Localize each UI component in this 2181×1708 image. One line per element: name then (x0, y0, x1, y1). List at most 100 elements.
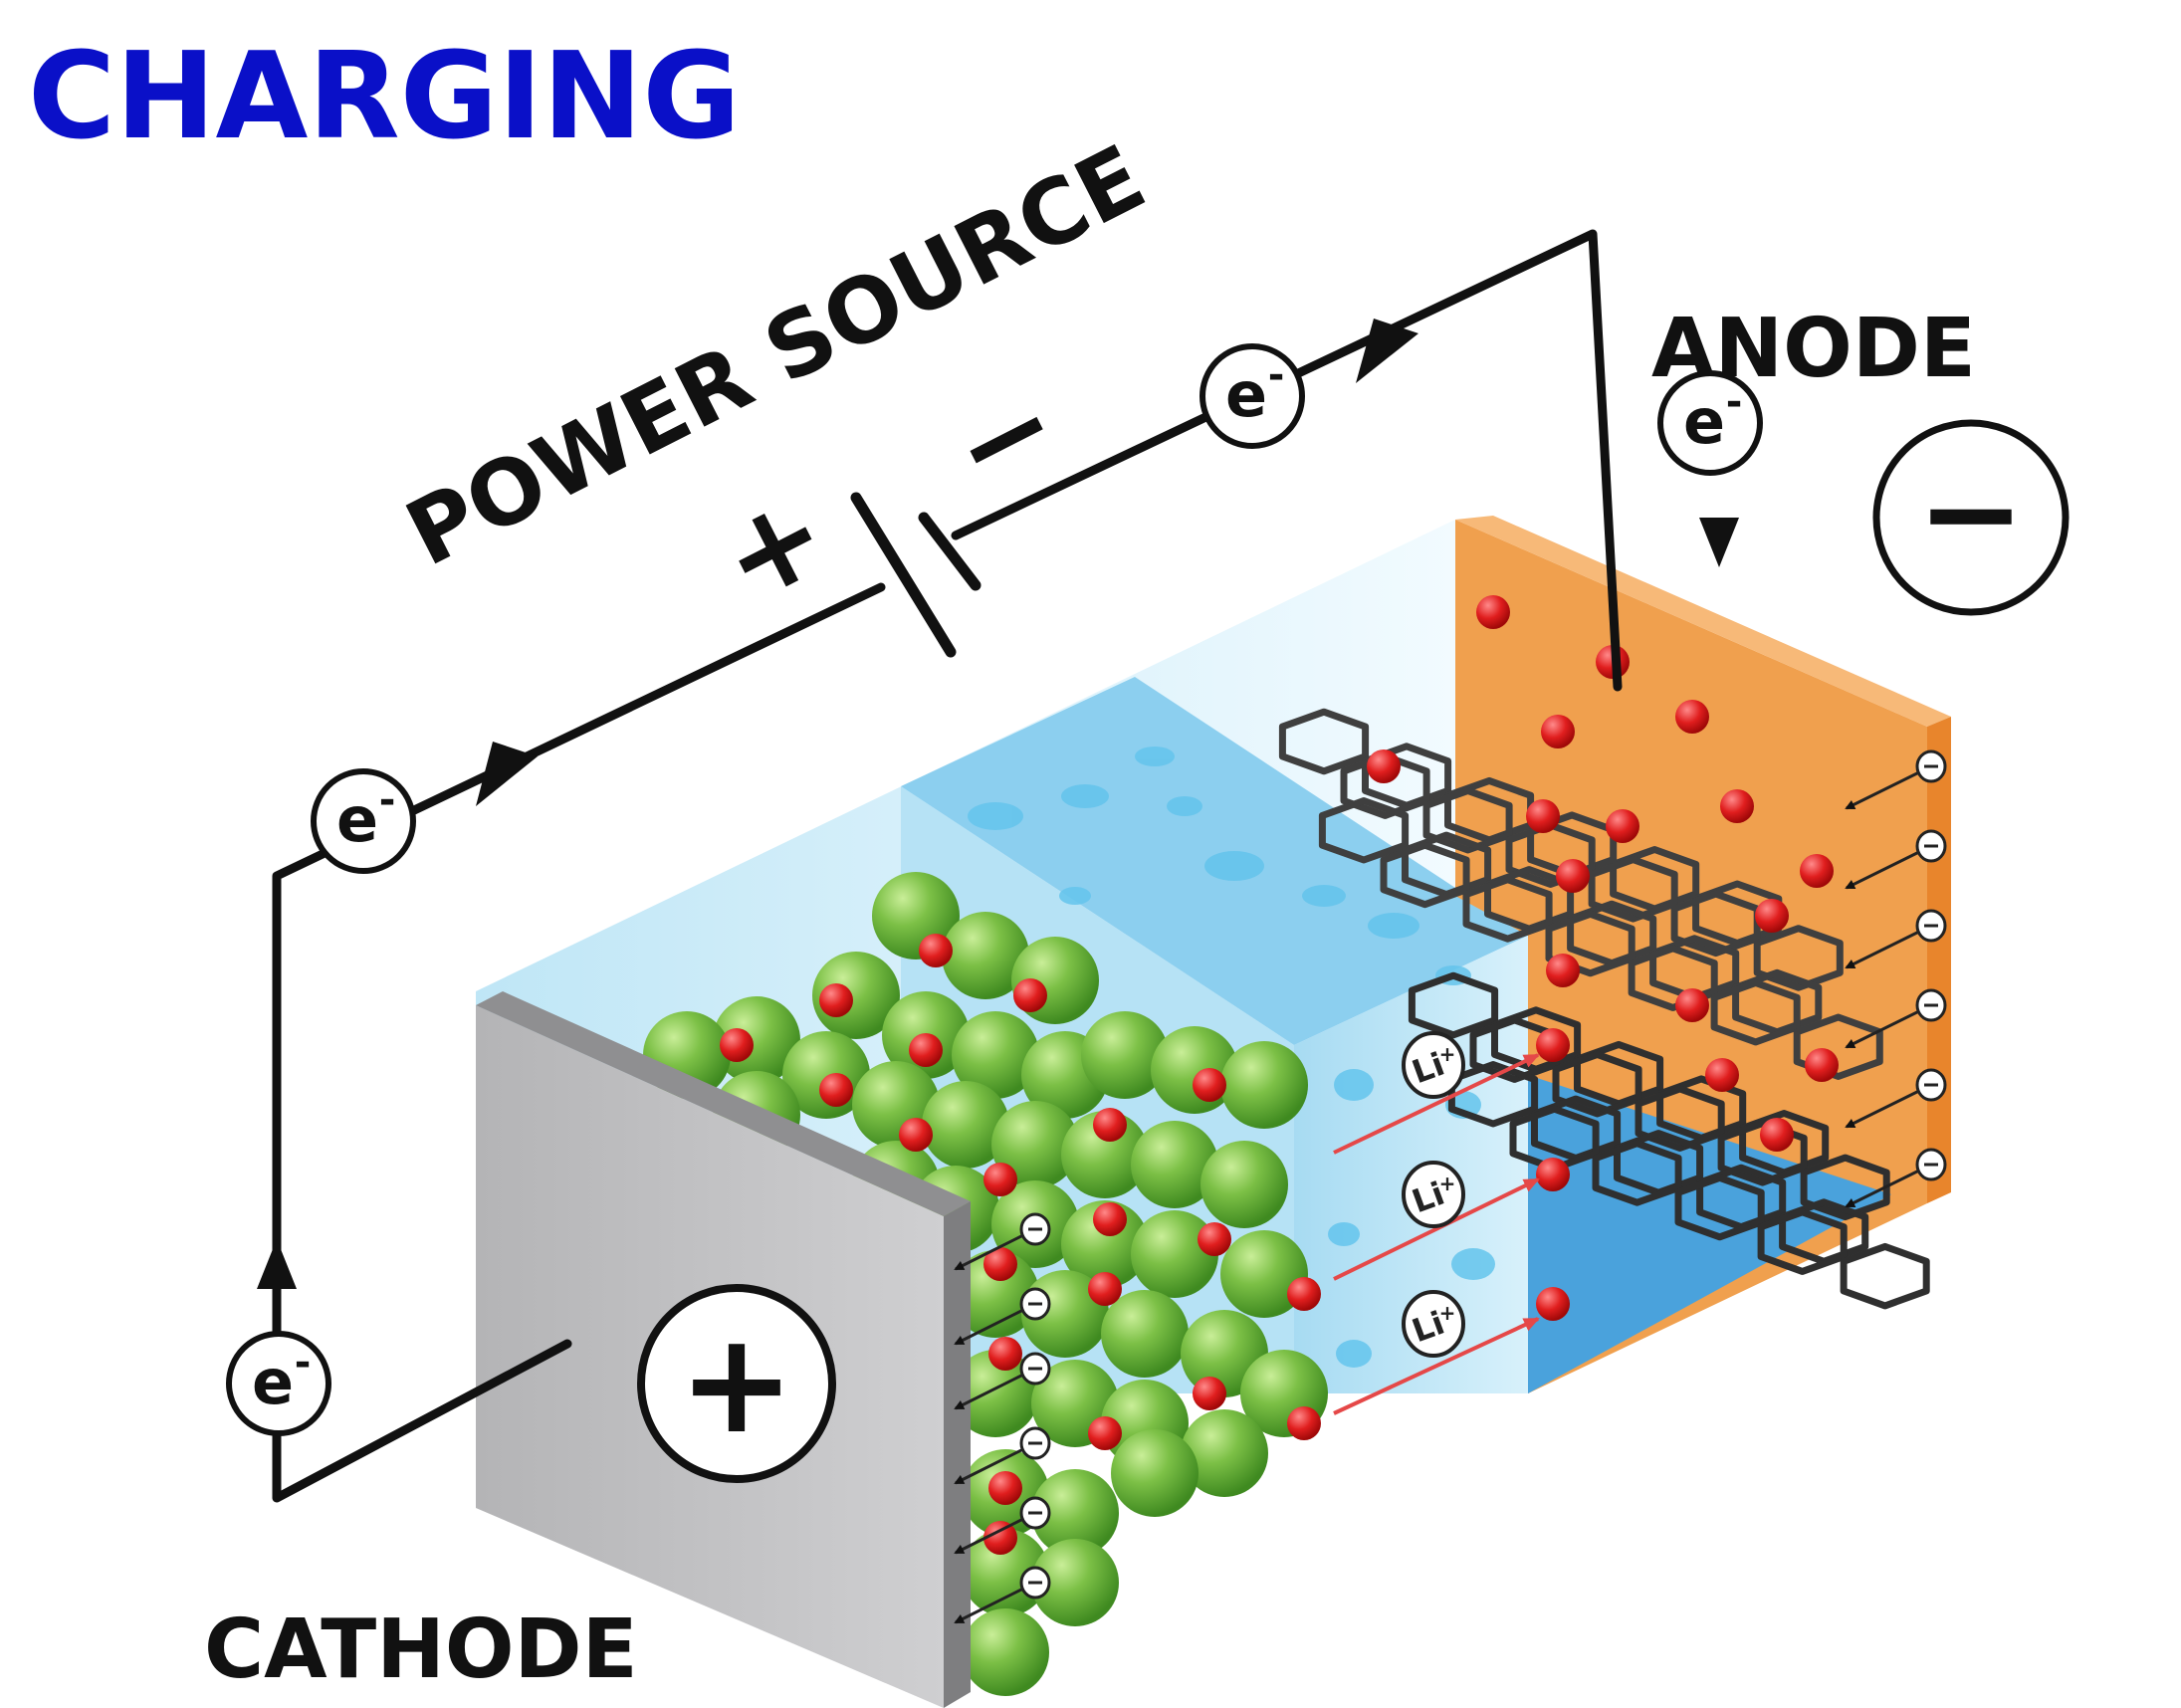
svg-text:e: e (336, 783, 378, 856)
lithium-atom (1193, 1068, 1226, 1102)
lithium-atom (1800, 854, 1834, 888)
lithium-atom (899, 1118, 933, 1152)
lithium-atom (1526, 799, 1560, 833)
graphite-hexagon-icon (1545, 910, 1636, 977)
lithium-atom (1720, 789, 1754, 823)
cathode-particle (1031, 1539, 1119, 1626)
lithium-atom (1536, 1158, 1570, 1191)
lithium-atom (1755, 899, 1789, 933)
lithium-atom (1367, 749, 1401, 783)
lithium-atom (1476, 595, 1510, 629)
electron-icon: e- (1200, 343, 1305, 449)
graphite-hexagon-icon (1278, 708, 1370, 775)
lithium-atom (988, 1337, 1022, 1371)
lithium-atom (1013, 978, 1047, 1012)
cathode-plate-side (944, 1201, 971, 1708)
plate-electron-icon (1845, 988, 1947, 1049)
lithium-atom (1541, 715, 1575, 748)
electron-chips (954, 749, 1947, 1624)
cathode-particle (1031, 1469, 1119, 1557)
graphite-hexagon-icon (1340, 752, 1430, 819)
ion-migration-arrow (1333, 1053, 1540, 1155)
anode-minus-sign: − (1917, 437, 2026, 588)
graphite-hexagon-icon (1588, 856, 1678, 923)
separator-pores (968, 747, 1495, 1368)
lithium-atom (1287, 1277, 1321, 1311)
cathode-particle (1200, 1141, 1288, 1228)
lithium-atom (1093, 1202, 1127, 1236)
electrons: e-e-e-e- (226, 343, 1763, 1436)
battery-cell (476, 516, 1951, 1708)
svg-text:e: e (252, 1346, 294, 1418)
lithium-atom (819, 1073, 853, 1107)
cathode-plus-sign: + (678, 1303, 794, 1465)
svg-text:-: - (379, 777, 396, 823)
plate-electron-icon (1845, 909, 1947, 969)
wire-cathode (272, 582, 886, 1503)
anode-plate-side (1927, 717, 1951, 1203)
plate-electron-icon (1845, 1148, 1947, 1208)
lithium-atom (1093, 1108, 1127, 1142)
plate-electron-icon (954, 1426, 1051, 1485)
lithium-ion-icon: Li+ (1402, 1161, 1465, 1228)
lithium-atom (1536, 1287, 1570, 1321)
graphite-hexagon-icon (1592, 1140, 1682, 1206)
graphite-hexagon-icon (1505, 821, 1596, 888)
graphite-hexagon-icon (1717, 1120, 1808, 1186)
svg-text:-: - (295, 1340, 312, 1386)
battery-symbol-icon (850, 492, 981, 658)
cathode-particle (922, 1081, 1009, 1169)
source-minus-sign: − (929, 353, 1081, 522)
lithium-atom (1193, 1377, 1226, 1410)
plate-electron-icon (1845, 749, 1947, 810)
lithium-ion-labels: Li+Li+Li+ (1402, 1031, 1465, 1358)
svg-text:+: + (1439, 1301, 1456, 1325)
lithium-atom (983, 1247, 1017, 1281)
cathode-particle (1220, 1230, 1308, 1318)
plate-electron-icon (954, 1352, 1051, 1410)
svg-text:e: e (1225, 358, 1267, 431)
cathode-particle (1181, 1409, 1268, 1497)
graphite-hexagon-icon (1380, 841, 1470, 909)
graphite-hexagon-icon (1552, 1050, 1642, 1118)
lithium-atom (1705, 1058, 1739, 1092)
cathode-particle (713, 996, 800, 1084)
svg-text:+: + (1439, 1172, 1456, 1195)
lithium-atom (1606, 809, 1639, 843)
cathode-particle (952, 1011, 1039, 1099)
graphite-hexagon-icon (1800, 1154, 1890, 1221)
cathode-particle (952, 1350, 1039, 1437)
plate-electron-icon (954, 1212, 1051, 1271)
cathode-particle (1131, 1210, 1218, 1298)
lithium-atom (1805, 1048, 1839, 1082)
electron-icon: e- (1657, 370, 1763, 476)
anode-label: ANODE (1651, 302, 1976, 396)
cathode-particle (1061, 1200, 1149, 1288)
lithium-atom (988, 1471, 1022, 1505)
lithium-atom (909, 1033, 943, 1067)
cathode-particle (812, 952, 900, 1039)
lithium-ion-icon: Li+ (1402, 1031, 1465, 1099)
lithium-atom (1287, 1406, 1321, 1440)
lithium-atom (1760, 1118, 1794, 1152)
lithium-atom (919, 934, 953, 967)
lithium-atom (819, 983, 853, 1017)
lithium-atom (1675, 988, 1709, 1022)
external-circuit (272, 229, 1623, 1503)
anode-negative-badge: − (1872, 419, 2070, 616)
lithium-atom (1088, 1416, 1122, 1450)
electron-icon: e- (226, 1331, 331, 1436)
graphite-hexagon-icon (1710, 978, 1801, 1046)
graphite-hexagon-icon (1422, 786, 1513, 854)
source-plus-sign: + (698, 463, 850, 631)
graphite-hexagon-icon (1757, 1208, 1848, 1275)
plate-electron-icon (954, 1566, 1051, 1624)
cathode-particle (991, 1101, 1079, 1188)
plate-electron-icon (954, 1496, 1051, 1555)
lithium-atom (1675, 700, 1709, 734)
svg-text:e: e (1683, 385, 1725, 458)
graphite-hexagon-icon (1628, 945, 1718, 1011)
plate-electron-icon (954, 1287, 1051, 1346)
cathode-particle (1081, 1011, 1169, 1099)
